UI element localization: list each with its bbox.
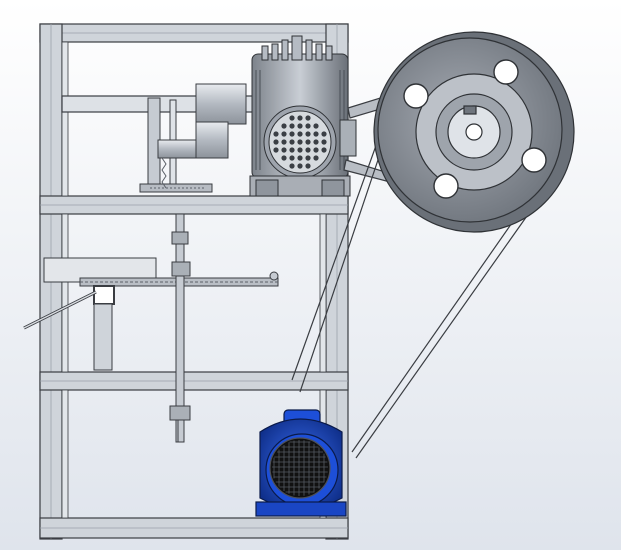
vent-hole [305, 131, 311, 137]
vent-hole [297, 147, 303, 153]
vent-hole [289, 131, 295, 137]
vent-hole [297, 131, 303, 137]
vent-hole [321, 131, 327, 137]
vent-hole [273, 131, 279, 137]
vent-hole [289, 139, 295, 145]
vent-hole [321, 147, 327, 153]
vent-hole [313, 139, 319, 145]
vent-hole [297, 123, 303, 129]
vent-hole [289, 123, 295, 129]
vent-hole [289, 163, 295, 169]
vent-hole [281, 139, 287, 145]
vent-hole [289, 115, 295, 121]
vent-hole [313, 123, 319, 129]
vent-hole [297, 155, 303, 161]
vent-hole [289, 155, 295, 161]
vent-hole [297, 139, 303, 145]
vacuum-pump [249, 35, 357, 197]
vent-hole [305, 163, 311, 169]
vent-hole [305, 139, 311, 145]
vent-hole [305, 147, 311, 153]
motor-fan-grill [272, 440, 328, 496]
vent-hole [281, 155, 287, 161]
vent-hole [313, 155, 319, 161]
vent-hole [281, 123, 287, 129]
vent-hole [313, 131, 319, 137]
vent-hole [281, 147, 287, 153]
vent-hole [305, 115, 311, 121]
vent-hole [281, 131, 287, 137]
vent-hole [305, 123, 311, 129]
vent-hole [305, 155, 311, 161]
vent-hole [313, 147, 319, 153]
vent-hole [273, 147, 279, 153]
fan-vent-holes [273, 115, 327, 169]
electric-motor [255, 409, 347, 517]
vertical-shaft [169, 213, 191, 443]
vent-hole [297, 115, 303, 121]
lift-arm-assembly [139, 83, 247, 193]
large-pulley [373, 31, 575, 233]
vent-hole [297, 163, 303, 169]
vent-hole [273, 139, 279, 145]
vent-hole [289, 147, 295, 153]
vent-hole [321, 139, 327, 145]
